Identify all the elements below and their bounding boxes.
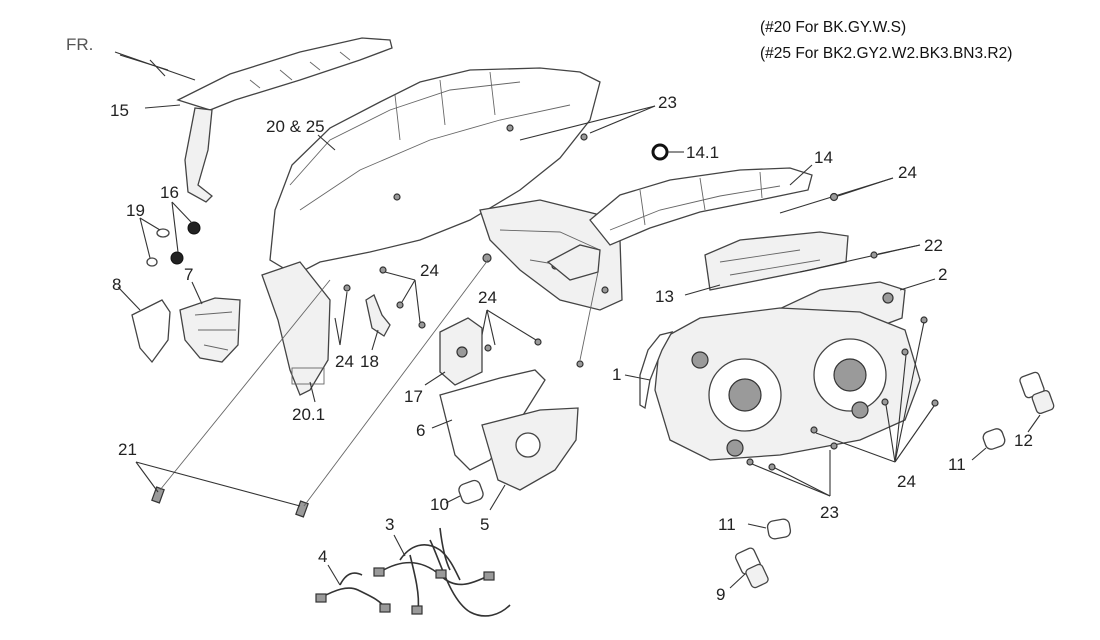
callout-18: 18 xyxy=(360,352,379,371)
part-4-wiring-harness xyxy=(315,572,391,613)
part-17-plate xyxy=(439,317,483,386)
part-18-small-bracket xyxy=(365,294,391,337)
leader-14 xyxy=(789,164,813,186)
part-20-25-front-fairing xyxy=(261,67,623,396)
part-1-headlight-assembly xyxy=(639,307,921,461)
leader-13 xyxy=(684,284,721,296)
callout-6: 6 xyxy=(416,421,425,440)
part-14-1-grommet xyxy=(651,143,669,161)
leader-1 xyxy=(624,374,651,381)
part-14-bracket xyxy=(546,167,813,281)
callout-8: 8 xyxy=(112,275,121,294)
leader-20-1 xyxy=(309,381,316,403)
leader-23-bottom xyxy=(751,463,831,497)
callout-24-top: 24 xyxy=(898,163,917,182)
part-16-grommets xyxy=(170,221,201,265)
callout-14: 14 xyxy=(814,148,833,167)
leader-24-b xyxy=(339,291,348,346)
callout-20-1: 20.1 xyxy=(292,405,325,424)
callout-24-a: 24 xyxy=(420,261,439,280)
callout-7: 7 xyxy=(184,265,193,284)
callout-12: 12 xyxy=(1014,431,1033,450)
leader-15 xyxy=(119,54,169,71)
part-11-bulb-right xyxy=(982,428,1006,450)
leader-10 xyxy=(445,495,461,504)
callout-9: 9 xyxy=(716,585,725,604)
callout-24-right: 24 xyxy=(897,472,916,491)
leader-19 xyxy=(139,217,161,231)
leader-6 xyxy=(431,419,453,429)
leader-2 xyxy=(899,278,936,291)
part-9-socket xyxy=(734,547,769,589)
leader-12 xyxy=(1027,414,1041,433)
leader-21 xyxy=(135,461,159,493)
part-11-bulb-bottom xyxy=(766,518,792,540)
leader-23-top xyxy=(589,105,656,134)
middle-screws xyxy=(343,266,426,329)
callout-5: 5 xyxy=(480,515,489,534)
part-15-upper-panel xyxy=(176,37,393,203)
callout-24-c: 24 xyxy=(478,288,497,307)
part-7-side-housing xyxy=(179,297,241,363)
leader-3 xyxy=(393,534,406,557)
callout-11-bottom: 11 xyxy=(718,515,736,534)
color-note-20: (#20 For BK.GY.W.S) xyxy=(760,19,906,36)
leader-24-a xyxy=(384,271,416,281)
callout-23-top: 23 xyxy=(658,93,677,112)
callout-1: 1 xyxy=(612,365,621,384)
part-5-side-light-housing xyxy=(481,407,579,491)
part-19-screws xyxy=(146,228,170,267)
callout-22: 22 xyxy=(924,236,943,255)
callout-2: 2 xyxy=(938,265,947,284)
leader-17 xyxy=(424,371,446,386)
callout-21: 21 xyxy=(118,440,137,459)
leader-16 xyxy=(171,201,193,224)
part-12-socket xyxy=(1019,371,1055,414)
callout-19: 19 xyxy=(126,201,145,220)
leader-18 xyxy=(371,329,379,351)
callout-20-25: 20 & 25 xyxy=(266,117,325,136)
callout-15: 15 xyxy=(110,101,129,120)
leader-24-right xyxy=(894,321,925,463)
part-3-wiring-harness xyxy=(373,527,511,617)
callout-13: 13 xyxy=(655,287,674,306)
part-8-side-lens xyxy=(131,299,171,364)
leader-8 xyxy=(117,286,141,311)
callout-10: 10 xyxy=(430,495,449,514)
callout-3: 3 xyxy=(385,515,394,534)
leader-5 xyxy=(489,484,506,511)
leader-9 xyxy=(729,573,746,589)
callout-16: 16 xyxy=(160,183,179,202)
leader-11-right xyxy=(971,447,987,461)
leader-7 xyxy=(191,281,203,305)
callout-24-b: 24 xyxy=(335,352,354,371)
part-10-bulb xyxy=(458,479,484,505)
callout-14-1: 14.1 xyxy=(686,143,719,162)
callout-4: 4 xyxy=(318,547,327,566)
callout-11-right: 11 xyxy=(948,455,966,474)
headlight-lower-screws xyxy=(746,458,776,471)
callout-23-bottom: 23 xyxy=(820,503,839,522)
color-note-25: (#25 For BK2.GY2.W2.BK3.BN3.R2) xyxy=(760,45,1012,62)
part17-screws xyxy=(484,338,584,368)
callout-17: 17 xyxy=(404,387,423,406)
front-direction-label: FR. xyxy=(66,35,93,54)
leader-20-25 xyxy=(317,134,336,151)
leader-4 xyxy=(327,564,341,586)
leader-11-bottom xyxy=(747,523,767,529)
part-13-mount-bracket xyxy=(704,231,849,291)
